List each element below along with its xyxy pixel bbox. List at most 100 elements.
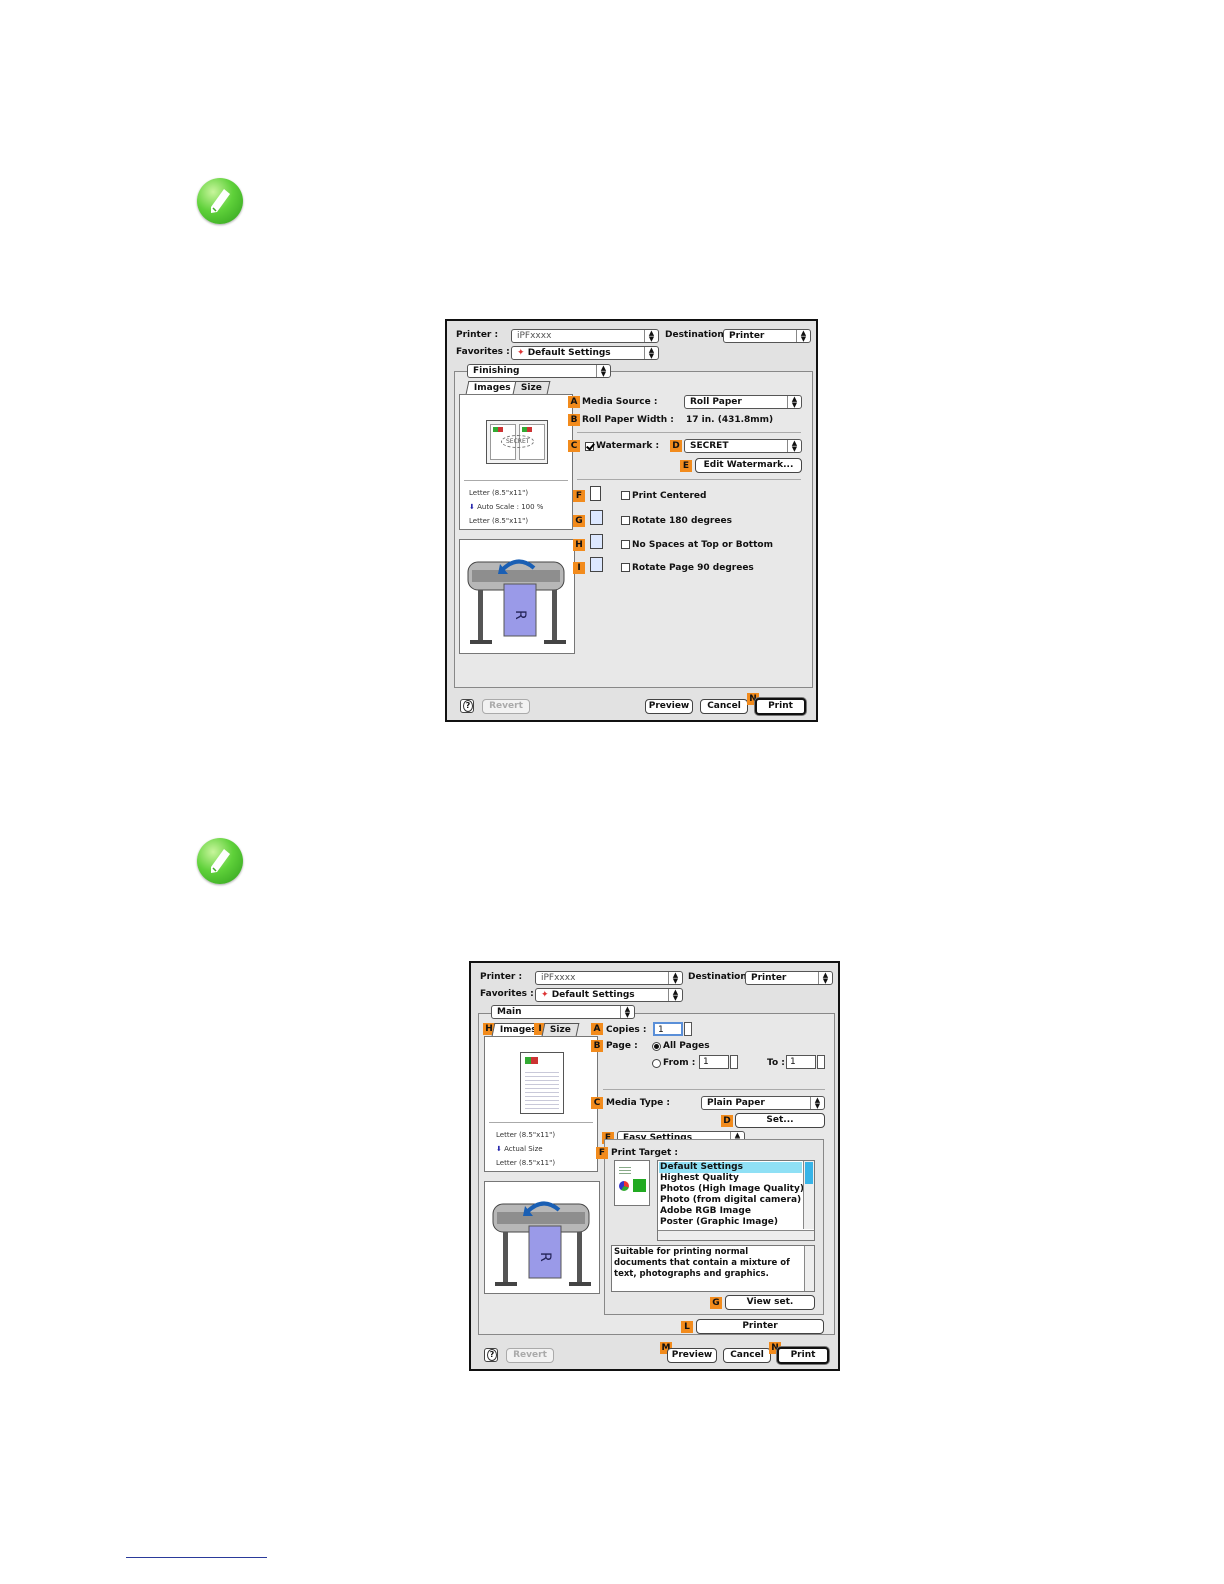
tab-size[interactable]: Size (512, 381, 551, 394)
popup-arrows-icon: ▲▼ (644, 347, 658, 359)
from-label: From : (663, 1058, 696, 1068)
page-label: Page : (606, 1041, 638, 1051)
callout-g: G (710, 1297, 722, 1309)
roll-width-value: 17 in. (431.8mm) (686, 415, 774, 425)
callout-i: I (573, 562, 585, 574)
list-item[interactable]: Poster (Graphic Image) (660, 1217, 778, 1227)
callout-a: A (568, 396, 580, 408)
from-radio[interactable] (652, 1059, 661, 1068)
media-source-popup[interactable]: Roll Paper▲▼ (684, 395, 802, 409)
all-pages-radio[interactable] (652, 1042, 661, 1051)
media-type-label: Media Type : (606, 1098, 671, 1108)
edit-watermark-button[interactable]: Edit Watermark... (695, 458, 802, 473)
output-size-text: Letter (8.5"x11") (496, 1159, 556, 1167)
from-field[interactable]: 1 (699, 1055, 729, 1069)
printer-label: Printer : (480, 972, 523, 982)
favorites-label: Favorites : (456, 347, 510, 357)
main-print-dialog: Printer : iPFxxxx▲▼ Destination : Printe… (469, 961, 840, 1371)
printer-popup[interactable]: iPFxxxx▲▼ (535, 971, 683, 985)
note-pencil-icon (197, 838, 243, 884)
destination-label: Destination : (665, 330, 731, 340)
list-item[interactable]: Adobe RGB Image (660, 1206, 751, 1216)
print-centered-icon (590, 486, 601, 501)
list-item[interactable]: Photo (from digital camera) (660, 1195, 802, 1205)
printer-label: Printer : (456, 330, 499, 340)
favorites-label: Favorites : (480, 989, 534, 999)
print-target-label: Print Target : (611, 1148, 679, 1158)
print-target-list[interactable]: Default Settings Highest Quality Photos … (657, 1160, 815, 1241)
popup-arrows-icon: ▲▼ (787, 440, 801, 452)
list-hscrollbar[interactable] (658, 1230, 814, 1240)
rotate-90-icon (590, 557, 603, 572)
help-icon[interactable] (460, 699, 474, 713)
preview-button[interactable]: Preview (645, 699, 693, 714)
list-item[interactable]: Highest Quality (660, 1173, 739, 1183)
callout-d: D (670, 440, 682, 452)
list-item[interactable]: Default Settings (659, 1162, 802, 1173)
list-item[interactable]: Photos (High Image Quality) (660, 1184, 804, 1194)
svg-text:R: R (537, 1252, 553, 1262)
favorites-popup[interactable]: ✦ Default Settings▲▼ (535, 988, 683, 1002)
callout-b: B (568, 414, 580, 426)
no-spaces-icon (590, 534, 603, 549)
callout-b: B (591, 1040, 603, 1052)
callout-e: E (680, 460, 692, 472)
popup-arrows-icon: ▲▼ (668, 989, 682, 1001)
preview-button[interactable]: Preview (667, 1348, 717, 1363)
tab-images[interactable]: Images (465, 381, 520, 394)
svg-text:R: R (512, 610, 528, 620)
copies-stepper[interactable] (684, 1022, 692, 1036)
finishing-print-dialog: Printer : iPFxxxx▲▼ Destination : Printe… (445, 319, 818, 722)
tab-size[interactable]: Size (541, 1023, 580, 1036)
description-scrollbar[interactable] (804, 1246, 814, 1291)
watermark-label: Watermark : (596, 441, 660, 451)
cancel-button[interactable]: Cancel (723, 1348, 771, 1363)
view-set-button[interactable]: View set. (725, 1295, 815, 1310)
popup-arrows-icon: ▲▼ (620, 1006, 634, 1018)
help-icon[interactable] (484, 1348, 498, 1362)
copies-field[interactable]: 1 (653, 1022, 683, 1036)
target-thumbnail (614, 1160, 650, 1206)
callout-f: F (573, 490, 585, 502)
callout-h: H (573, 539, 585, 551)
page-thumbnail (520, 1052, 564, 1114)
callout-a: A (591, 1023, 603, 1035)
print-button[interactable]: Print (755, 698, 806, 715)
callout-g: G (573, 515, 585, 527)
cancel-button[interactable]: Cancel (700, 699, 748, 714)
printer-button[interactable]: Printer (696, 1319, 824, 1334)
print-centered-checkbox[interactable] (621, 491, 630, 500)
media-type-popup[interactable]: Plain Paper▲▼ (701, 1096, 825, 1110)
set-button[interactable]: Set... (735, 1113, 825, 1128)
to-stepper[interactable] (817, 1055, 825, 1069)
revert-button[interactable]: Revert (482, 699, 530, 714)
print-button[interactable]: Print (777, 1347, 829, 1364)
destination-popup[interactable]: Printer▲▼ (745, 971, 833, 985)
callout-c: C (568, 440, 580, 452)
copies-label: Copies : (606, 1025, 647, 1035)
to-field[interactable]: 1 (786, 1055, 816, 1069)
input-size-text: Letter (8.5"x11") (496, 1131, 556, 1139)
popup-arrows-icon: ▲▼ (668, 972, 682, 984)
favorites-popup[interactable]: ✦ Default Settings▲▼ (511, 346, 659, 360)
description-text: Suitable for printing normal documents t… (614, 1247, 790, 1279)
watermark-checkbox[interactable] (585, 442, 594, 451)
panel-popup[interactable]: Finishing▲▼ (467, 364, 611, 378)
scale-text: ⬇ Auto Scale : 100 % (469, 503, 544, 511)
popup-arrows-icon: ▲▼ (796, 330, 810, 342)
destination-popup[interactable]: Printer▲▼ (723, 329, 811, 343)
all-pages-label: All Pages (663, 1041, 710, 1051)
revert-button[interactable]: Revert (506, 1348, 554, 1363)
from-stepper[interactable] (730, 1055, 738, 1069)
no-spaces-checkbox[interactable] (621, 540, 630, 549)
list-scrollbar[interactable] (803, 1161, 814, 1229)
callout-d: D (721, 1115, 733, 1127)
panel-popup[interactable]: Main▲▼ (491, 1005, 635, 1019)
watermark-popup[interactable]: SECRET▲▼ (684, 439, 802, 453)
rotate-90-checkbox[interactable] (621, 563, 630, 572)
rotate-180-checkbox[interactable] (621, 516, 630, 525)
destination-label: Destination : (688, 972, 754, 982)
print-centered-label: Print Centered (632, 491, 707, 501)
printer-popup[interactable]: iPFxxxx▲▼ (511, 329, 659, 343)
callout-f: F (596, 1147, 608, 1159)
